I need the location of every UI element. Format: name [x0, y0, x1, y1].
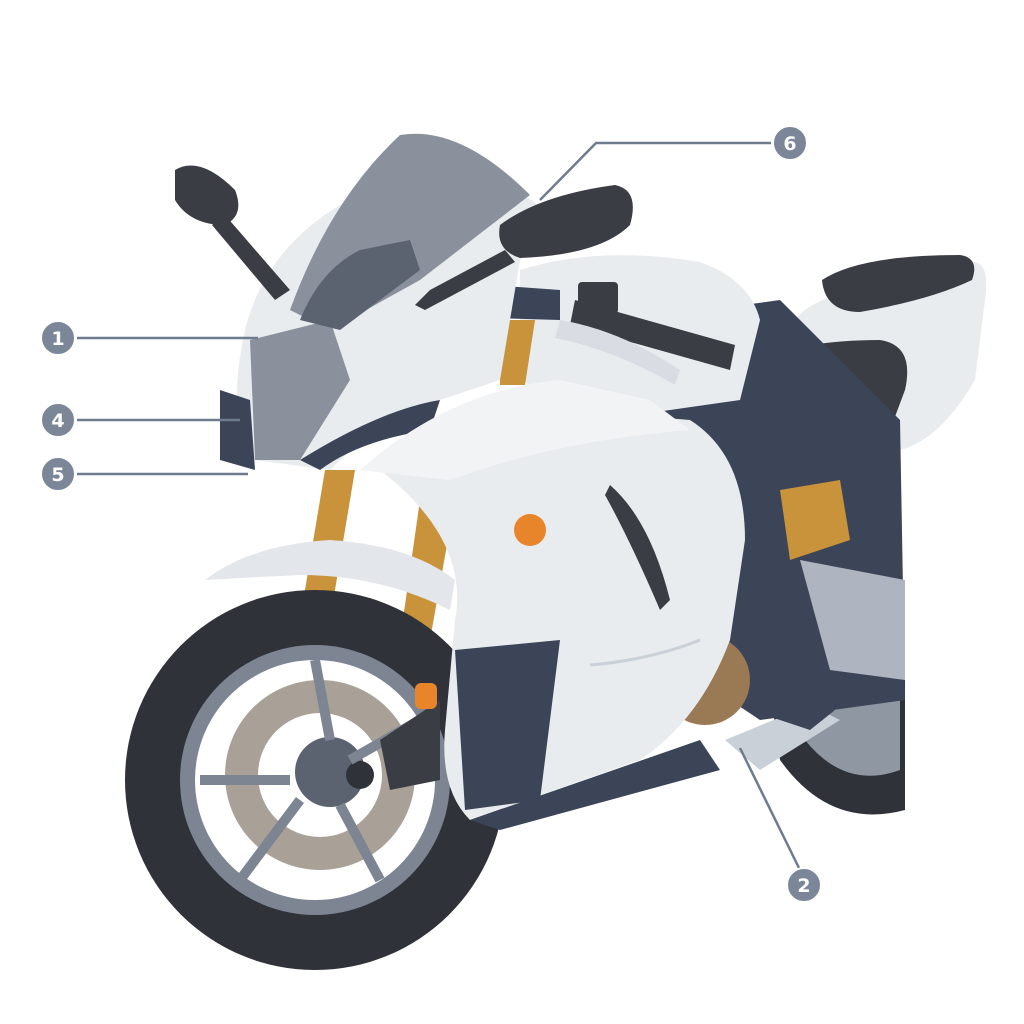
motorcycle-illustration	[125, 133, 987, 970]
callout-label-1: 1	[51, 328, 64, 350]
callout-badge-5: 5	[40, 456, 76, 492]
callout-badge-1: 1	[40, 320, 76, 356]
callout-badge-4: 4	[40, 402, 76, 438]
callout-badge-2: 2	[786, 867, 822, 903]
callout-label-4: 4	[51, 410, 64, 432]
callout-line-2	[738, 747, 802, 871]
pillion-seat	[822, 255, 975, 312]
front-fender	[205, 540, 455, 610]
callout-line-6	[539, 141, 771, 201]
left-mirror	[175, 165, 290, 300]
right-mirror	[415, 185, 633, 310]
callout-label-2: 2	[797, 875, 810, 897]
side-fairing	[380, 417, 745, 830]
side-indicator	[514, 514, 546, 546]
front-reflector	[415, 683, 437, 709]
callout-label-5: 5	[51, 464, 64, 486]
callout-badge-6: 6	[772, 125, 808, 161]
front-wheel	[125, 590, 505, 970]
callout-lines	[77, 141, 802, 871]
callout-label-6: 6	[783, 133, 796, 155]
